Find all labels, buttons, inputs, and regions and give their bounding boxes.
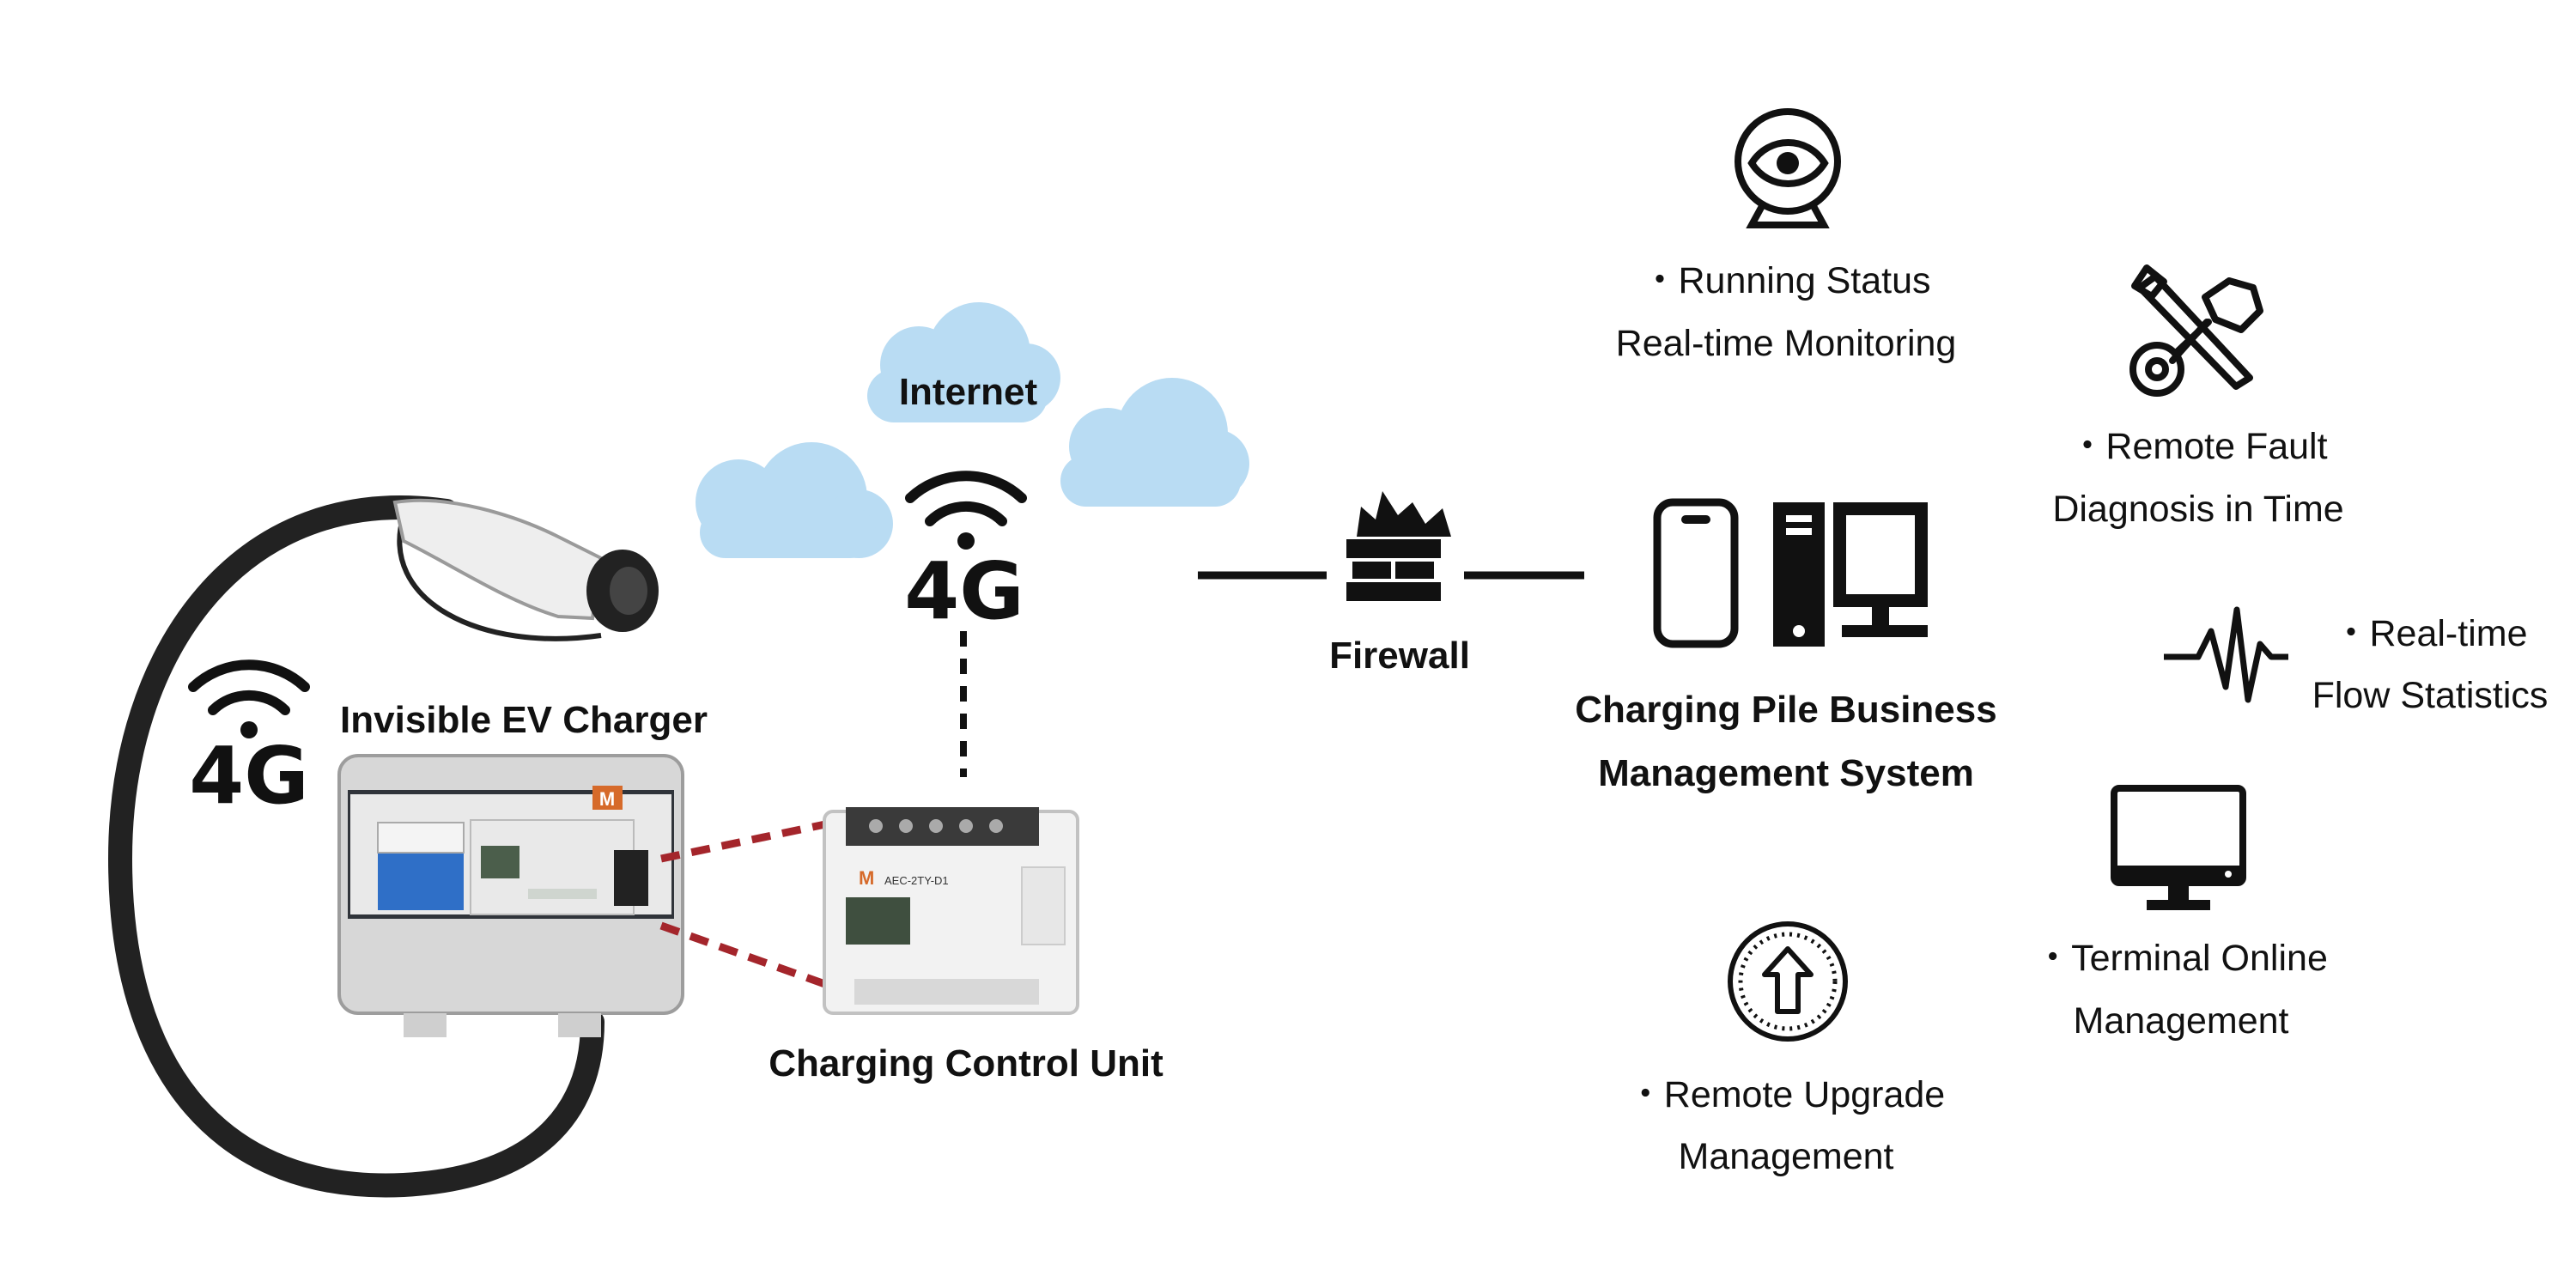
eye-camera-icon [1735, 108, 1841, 228]
charging-control-unit-device: M AEC-2TY-D1 [823, 807, 1079, 1015]
charger-enclosure: M [337, 754, 684, 1037]
charger-connector-strap [397, 514, 602, 641]
signal-4g-text-left: 4G [189, 730, 309, 822]
charger-connector [392, 498, 659, 632]
charger-brand-mark: M [599, 788, 615, 810]
upgrade-icon [1728, 921, 1848, 1042]
phone-icon [1653, 498, 1739, 648]
pulse-icon [2164, 606, 2288, 703]
tools-icon [2129, 264, 2263, 397]
charging-cable [107, 495, 605, 1198]
signal-4g-icon-center [905, 471, 1027, 550]
cloud-left [696, 442, 893, 558]
system-label-line2: Management System [1598, 752, 1974, 794]
flow-line2: Flow Statistics [2312, 675, 2549, 716]
diagnosis-line2: Diagnosis in Time [2052, 489, 2344, 530]
internet-label: Internet [898, 371, 1038, 413]
signal-4g-text-center: 4G [904, 545, 1024, 637]
monitor-icon [2111, 785, 2246, 910]
monitoring-line1: ・Running Status [1641, 260, 1931, 301]
cloud-internet [867, 302, 1060, 422]
control-unit-brand-mark: M [859, 867, 874, 889]
flow-line1: ・Real-time [2332, 613, 2528, 654]
system-label-line1: Charging Pile Business [1575, 689, 1997, 731]
firewall-label: Firewall [1329, 635, 1470, 677]
firewall-icon [1346, 491, 1451, 601]
upgrade-line1: ・Remote Upgrade [1626, 1074, 1946, 1115]
control-unit-model-text: AEC-2TY-D1 [884, 874, 949, 887]
terminal-line2: Management [2073, 1000, 2289, 1042]
cloud-right [1060, 378, 1249, 507]
control-unit-label: Charging Control Unit [769, 1042, 1163, 1084]
upgrade-line2: Management [1678, 1136, 1894, 1177]
charger-label: Invisible EV Charger [340, 699, 708, 741]
diagnosis-line1: ・Remote Fault [2069, 426, 2328, 467]
computer-icon [1773, 502, 1928, 647]
control-unit-zoom-links [659, 816, 860, 1000]
monitoring-line2: Real-time Monitoring [1615, 323, 1957, 364]
terminal-line1: ・Terminal Online [2034, 938, 2328, 979]
signal-4g-icon-left [188, 659, 310, 738]
